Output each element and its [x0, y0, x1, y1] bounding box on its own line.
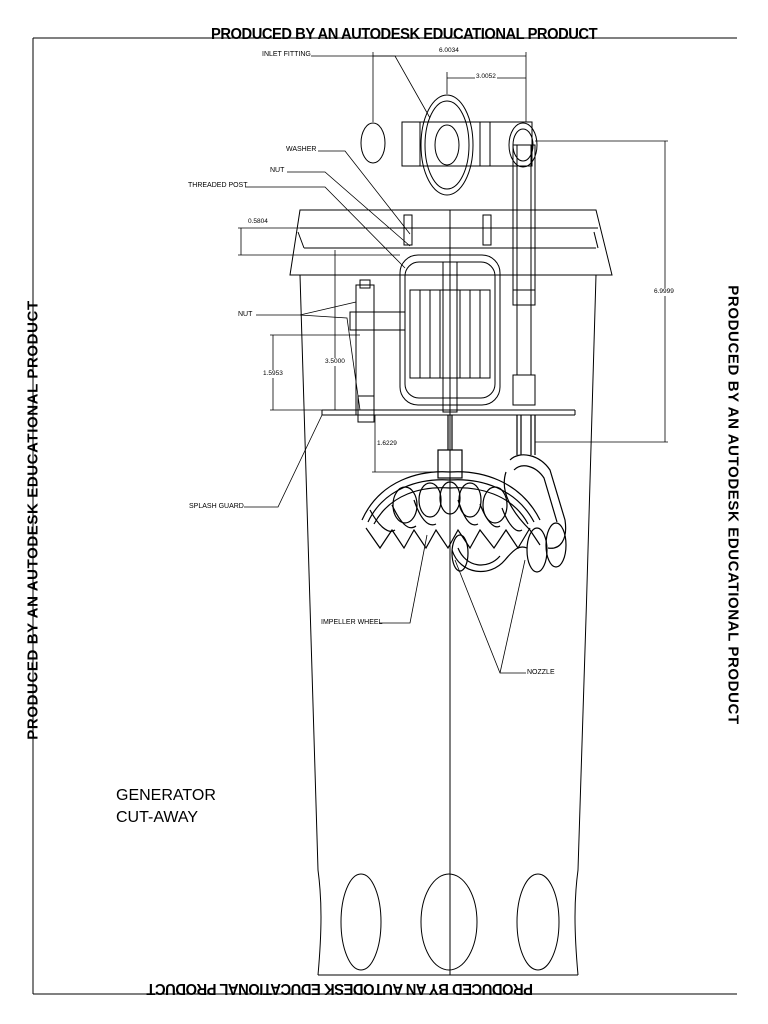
- dim-1-5953: 1.5953: [262, 370, 284, 378]
- callout-inlet-fitting: INLET FITTING: [262, 51, 311, 59]
- title-line-1: GENERATOR: [116, 785, 216, 807]
- callout-splash-guard: SPLASH GUARD: [189, 503, 244, 511]
- drawing-title: GENERATOR CUT-AWAY: [116, 785, 216, 829]
- title-line-2: CUT-AWAY: [116, 807, 216, 829]
- dim-6-0034: 6.0034: [438, 47, 460, 55]
- callout-nozzle: NOZZLE: [527, 669, 555, 677]
- watermark-top: PRODUCED BY AN AUTODESK EDUCATIONAL PROD…: [211, 26, 597, 44]
- watermark-right: PRODUCED BY AN AUTODESK EDUCATIONAL PROD…: [725, 285, 742, 724]
- nozzle: [452, 415, 566, 572]
- housing: [290, 210, 612, 975]
- dim-0-5804: 0.5804: [247, 218, 269, 226]
- dim-1-6229: 1.6229: [376, 440, 398, 448]
- callout-impeller-wheel: IMPELLER WHEEL: [321, 619, 382, 627]
- watermark-left: PRODUCED BY AN AUTODESK EDUCATIONAL PROD…: [25, 300, 42, 739]
- drawing-border: [33, 38, 737, 994]
- dim-3-5000: 3.5000: [324, 358, 346, 366]
- callout-washer: WASHER: [286, 146, 316, 154]
- dim-6-9999: 6.9999: [653, 288, 675, 296]
- callout-nut-top: NUT: [270, 167, 284, 175]
- threaded-post-assembly: [350, 280, 405, 422]
- watermark-bottom: PRODUCED BY AN AUTODESK EDUCATIONAL PROD…: [147, 979, 533, 997]
- dim-3-0052: 3.0052: [475, 73, 497, 81]
- callout-nut-left: NUT: [238, 311, 252, 319]
- callout-threaded-post: THREADED POST: [188, 182, 248, 190]
- impeller-wheel: [362, 415, 540, 548]
